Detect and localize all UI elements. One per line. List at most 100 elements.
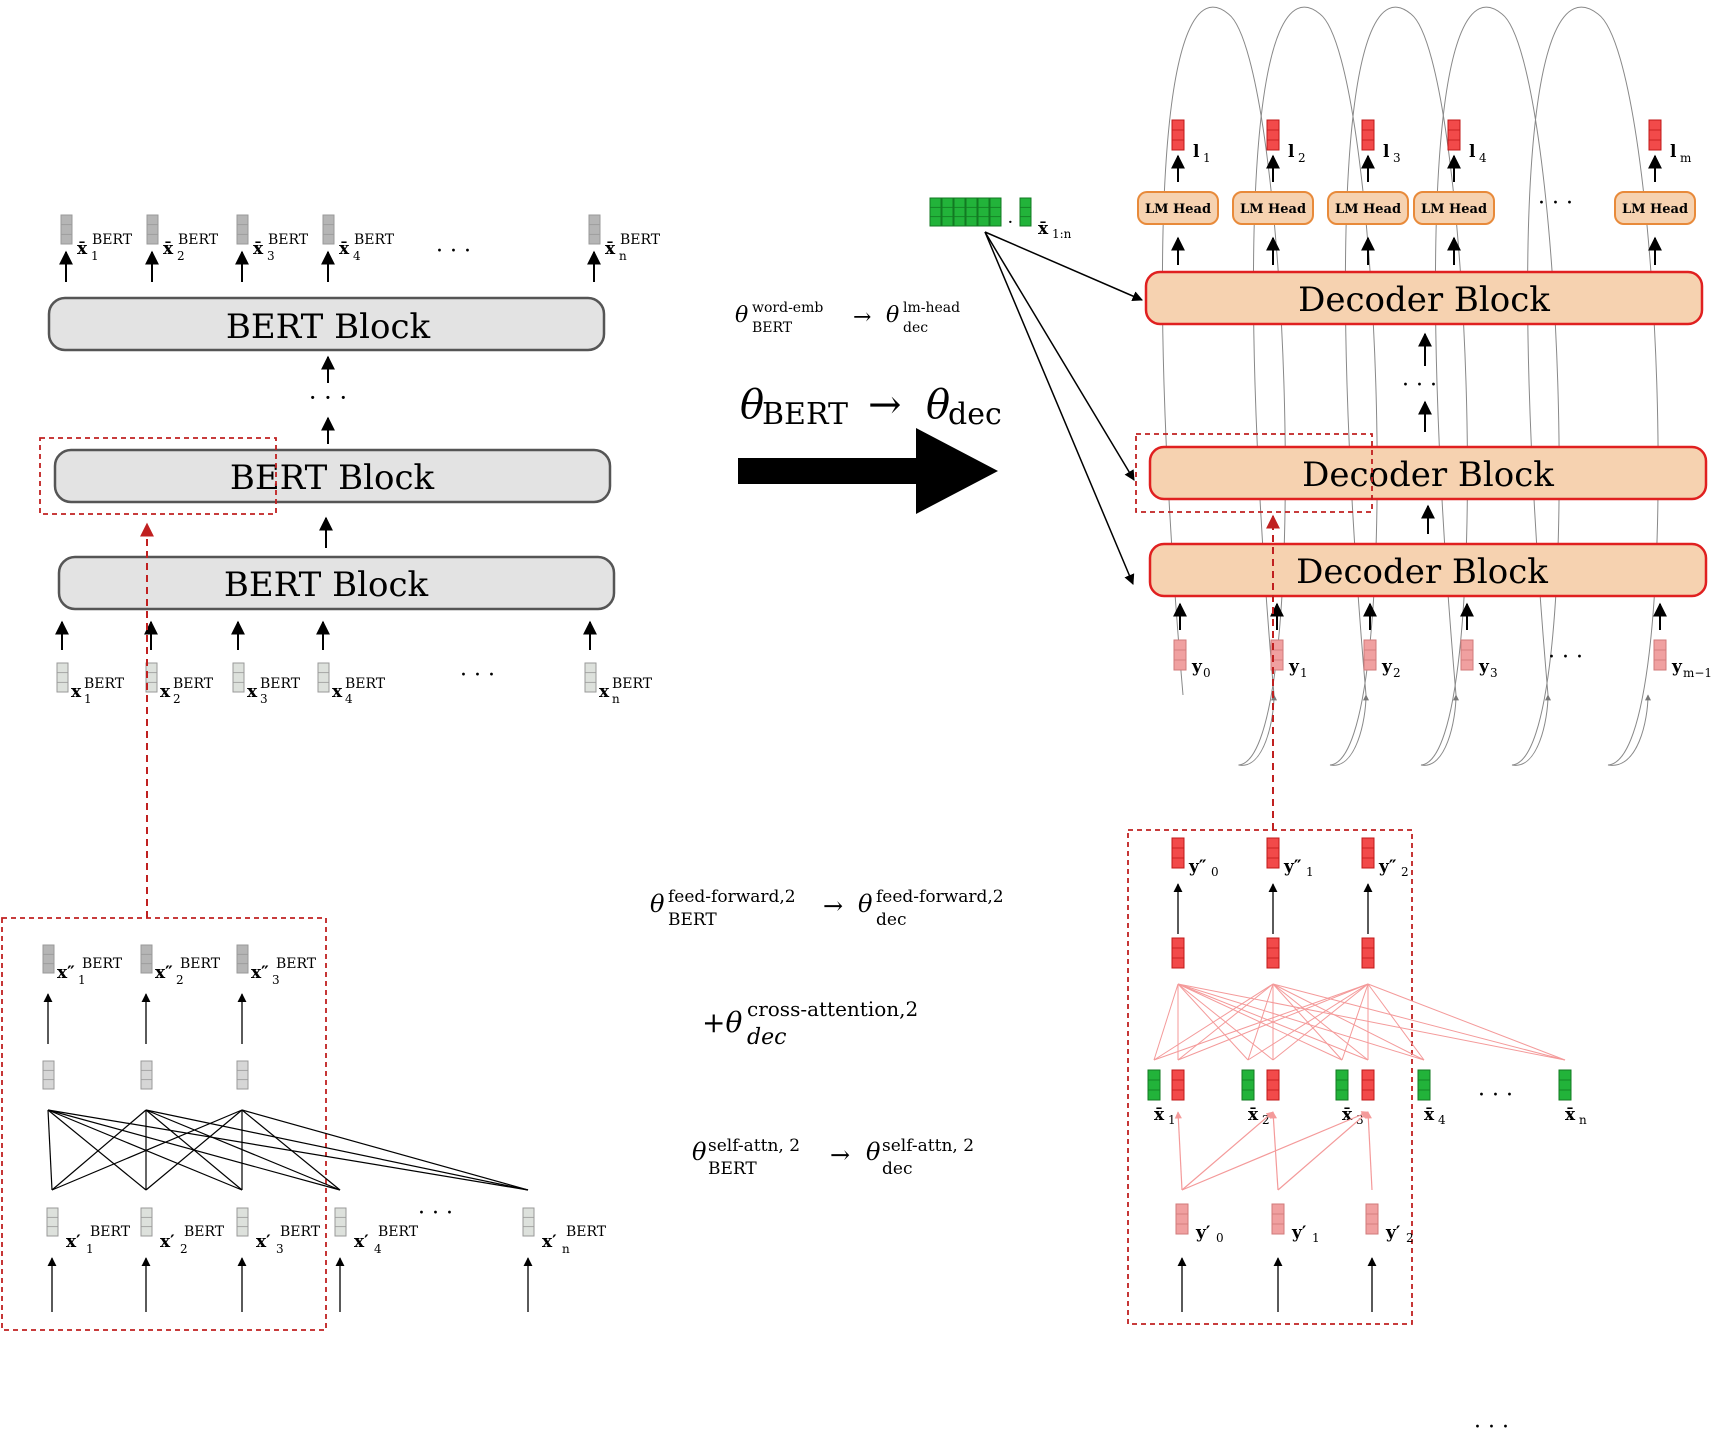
cross-attn-edge xyxy=(1153,983,1179,1061)
bert-detail-mid-vector xyxy=(140,1060,153,1090)
cross-attn-edge xyxy=(1177,983,1425,1061)
bert-detail-input-sub: n xyxy=(562,1242,570,1256)
dec-detail-input-sub: 0 xyxy=(1216,1231,1224,1245)
logit-sub: 3 xyxy=(1393,151,1401,165)
ca-theta: +θ xyxy=(702,1006,742,1039)
bert-block-highlight xyxy=(39,437,277,515)
cross-attn-edge xyxy=(1177,983,1343,1061)
bert-detail-output-vector xyxy=(236,944,249,974)
bert-output-dots: · · · xyxy=(436,239,471,264)
lm-head-dots: · · · xyxy=(1538,191,1573,216)
emb-to-sup: lm-head xyxy=(903,300,960,316)
cross-attn-edge xyxy=(1177,983,1249,1061)
logit-label: l xyxy=(1670,142,1677,162)
dec-detail-output-label: y″ xyxy=(1378,857,1397,877)
bert-input-sup: BERT xyxy=(260,676,301,692)
main-from-sub: BERT xyxy=(762,397,848,432)
bert-input-vector xyxy=(56,662,69,693)
bert-output-sub: 3 xyxy=(267,249,275,263)
bert-detail-input-label: x′ xyxy=(66,1232,81,1252)
sa-to-sub: dec xyxy=(882,1159,912,1179)
bert-input-sub: 3 xyxy=(260,692,268,706)
cross-attn-edge xyxy=(1367,983,1566,1061)
decoder-block-top: Decoder Block xyxy=(1144,270,1704,326)
bert-detail-input-sup: BERT xyxy=(378,1224,419,1240)
logit-sub: 1 xyxy=(1203,151,1211,165)
enc-vector-cell xyxy=(929,197,942,227)
bert-detail-input-vector xyxy=(522,1207,535,1237)
dec-detail-input-vector xyxy=(1175,1203,1189,1235)
decoder-block-bottom: Decoder Block xyxy=(1148,542,1708,598)
decoder-input-label: y xyxy=(1191,657,1203,677)
dec-detail-output-label: y″ xyxy=(1188,857,1207,877)
bert-detail-input-vector xyxy=(334,1207,347,1237)
logit-sub: 2 xyxy=(1298,151,1306,165)
sa-to-theta: θ xyxy=(866,1138,881,1166)
logit-vector xyxy=(1266,119,1280,151)
bert-input-sup: BERT xyxy=(345,676,386,692)
lm-head-box xyxy=(1232,191,1314,225)
dec-detail-enc-label: x̄ xyxy=(1248,1105,1259,1125)
self-attn-edge xyxy=(47,1109,529,1191)
bert-detail-input-sup: BERT xyxy=(184,1224,225,1240)
bert-output-label: x̄ xyxy=(163,239,174,259)
bert-detail-input-label: x′ xyxy=(256,1232,271,1252)
dec-detail-self-vector xyxy=(1266,1069,1280,1101)
bert-detail-input-sub: 1 xyxy=(86,1242,94,1256)
bert-block-bottom-label: BERT Block xyxy=(224,565,429,605)
bert-detail-box xyxy=(1,917,327,1331)
bert-detail-input-sub: 2 xyxy=(180,1242,188,1256)
bert-detail-input-label: x′ xyxy=(354,1232,369,1252)
cross-attn-arrow-top xyxy=(984,231,1143,302)
dec-detail-mid-vector xyxy=(1171,937,1185,969)
decoder-block-bottom-label: Decoder Block xyxy=(1296,552,1548,592)
bert-output-vector xyxy=(588,214,601,245)
bert-input-sup: BERT xyxy=(173,676,214,692)
decoder-input-label: y xyxy=(1671,657,1683,677)
bert-output-vector xyxy=(60,214,73,245)
ar-loop-curve xyxy=(1434,6,1560,766)
decoder-input-dots: · · · xyxy=(1548,645,1583,670)
lm-head-box xyxy=(1327,191,1409,225)
cross-attn-arrow-middle xyxy=(984,231,1135,481)
bert-detail-output-sup: BERT xyxy=(180,956,221,972)
emb-from-sup: word-emb xyxy=(752,300,823,316)
decoder-detail-box xyxy=(1127,829,1413,1325)
bert-detail-output-sub: 2 xyxy=(176,973,184,987)
dec-detail-enc-vector xyxy=(1417,1069,1431,1101)
sa-from-sub: BERT xyxy=(708,1159,757,1179)
dec-detail-input-sub: 2 xyxy=(1406,1231,1414,1245)
bert-output-vector xyxy=(236,214,249,245)
logit-label: l xyxy=(1288,142,1295,162)
bert-detail-input-sub: 4 xyxy=(374,1242,382,1256)
decoder-input-sub: 0 xyxy=(1203,666,1211,680)
dec-detail-enc-label: x̄ xyxy=(1424,1105,1435,1125)
ff-from-sub: BERT xyxy=(668,910,717,930)
bert-output-sub: 2 xyxy=(177,249,185,263)
dec-detail-input-sub: 1 xyxy=(1312,1231,1320,1245)
bert-detail-input-sup: BERT xyxy=(280,1224,321,1240)
logit-vector xyxy=(1171,119,1185,151)
self-attn-edge xyxy=(47,1109,147,1191)
ff-from-sup: feed-forward,2 xyxy=(668,887,796,907)
bert-detail-output-vector xyxy=(42,944,55,974)
bert-detail-input-sup: BERT xyxy=(90,1224,131,1240)
dec-detail-input-label: y′ xyxy=(1291,1223,1307,1243)
bert-block-top: BERT Block xyxy=(47,296,606,352)
enc-vector-cell xyxy=(989,197,1002,227)
logit-label: l xyxy=(1469,142,1476,162)
bert-block-middle-label: BERT Block xyxy=(230,458,435,498)
logit-label: l xyxy=(1193,142,1200,162)
ff-from-theta: θ xyxy=(650,890,665,918)
bert-input-label: x xyxy=(332,682,343,702)
dec-detail-enc-sub: n xyxy=(1579,1113,1587,1127)
bert-input-label: x xyxy=(160,682,171,702)
logit-vector xyxy=(1361,119,1375,151)
bert-detail-output-sub: 3 xyxy=(272,973,280,987)
self-attn-edge xyxy=(47,1109,53,1191)
bert-detail-input-vector xyxy=(236,1207,249,1237)
bert-output-sup: BERT xyxy=(354,232,395,248)
decoder-detail-dots: · · · xyxy=(1478,1083,1513,1108)
bert-detail-mid-vector xyxy=(42,1060,55,1090)
